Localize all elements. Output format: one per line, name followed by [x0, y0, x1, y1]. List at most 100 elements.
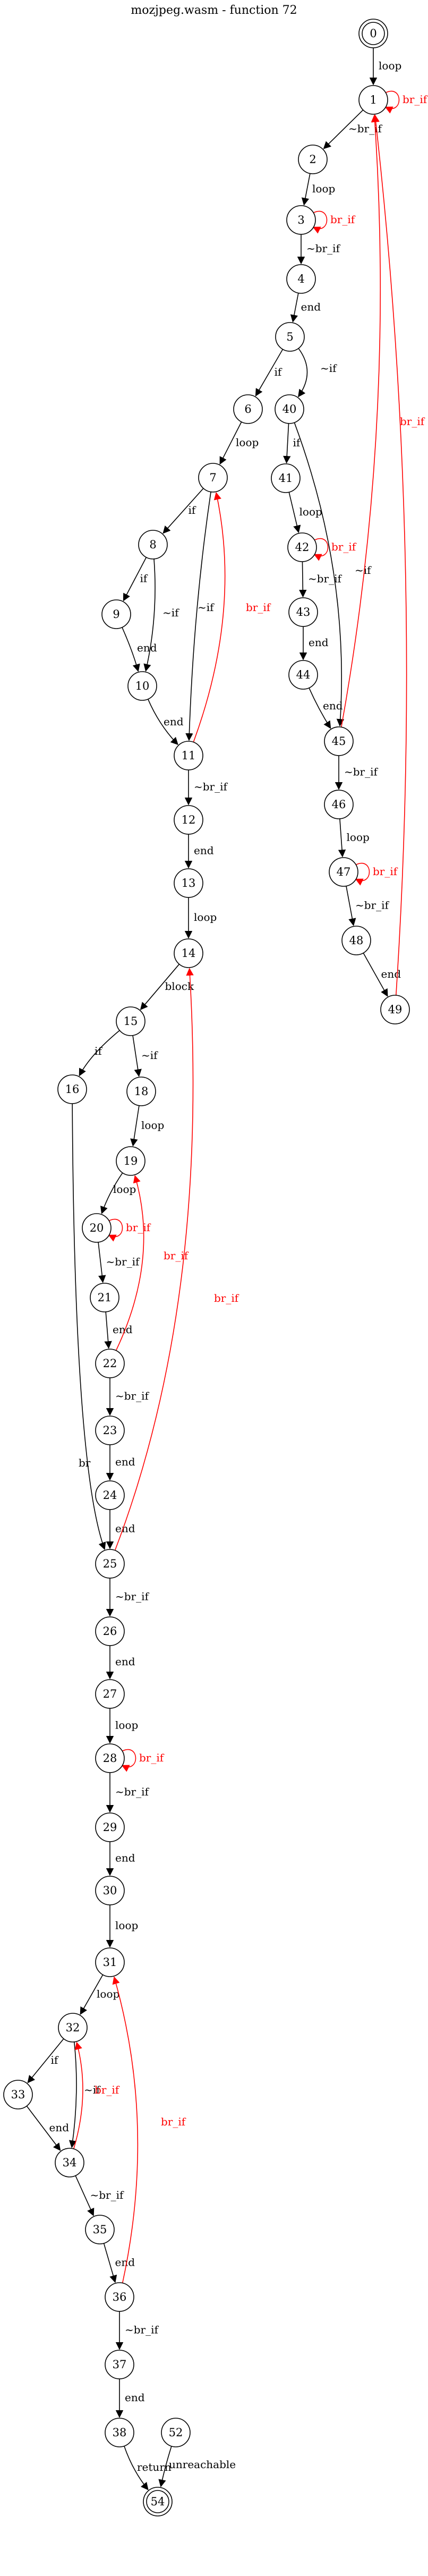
edge-8-9: if	[123, 557, 148, 601]
edge-line-32-34	[69, 2041, 77, 2148]
edge-line-18-19	[130, 1105, 140, 1147]
node-54: 54	[143, 2487, 173, 2516]
node-circle	[105, 2418, 134, 2447]
node-47: 47	[329, 857, 358, 887]
node-circle	[286, 264, 316, 294]
node-circle	[127, 671, 157, 701]
edge-label-36-31: br_if	[161, 2115, 186, 2128]
edge-line-42-43	[299, 561, 307, 598]
edge-line-4-5	[290, 293, 299, 323]
node-circle	[95, 1947, 125, 1977]
edge-label-34-35: ~br_if	[90, 2189, 125, 2201]
edge-line-49-1	[372, 114, 407, 996]
node-49: 49	[380, 995, 410, 1024]
edge-label-0-1: loop	[379, 60, 401, 72]
node-circle	[198, 463, 228, 493]
edge-line-35-36	[103, 2243, 117, 2283]
node-label: 24	[103, 1489, 117, 1502]
edge-label-42-42: br_if	[331, 540, 357, 553]
edge-label-32-33: if	[51, 2054, 59, 2066]
node-label: 36	[113, 2291, 127, 2303]
node-label: 30	[103, 1884, 117, 1897]
edge-line-2-3	[301, 173, 311, 206]
edge-40-41: if	[283, 423, 301, 464]
edge-12-13: end	[184, 834, 214, 869]
node-label: 0	[370, 27, 376, 40]
node-circle	[116, 1006, 145, 1036]
node-label: 6	[244, 403, 251, 416]
node-label: 42	[295, 541, 310, 554]
node-circle	[101, 599, 131, 629]
node-label: 2	[309, 153, 316, 166]
node-label: 28	[103, 1752, 117, 1765]
edge-line-44-45	[309, 688, 331, 729]
node-2: 2	[298, 145, 328, 174]
node-label: 14	[182, 947, 196, 960]
edge-line-5-40	[298, 348, 308, 397]
edge-label-11-12: ~br_if	[194, 781, 228, 793]
edge-42-42: br_if	[313, 538, 357, 561]
edge-label-25-26: ~br_if	[115, 1590, 150, 1603]
edge-line-41-42	[288, 492, 301, 533]
edge-line-52-54	[158, 2446, 172, 2488]
edge-line-7-11	[185, 492, 211, 741]
edge-label-41-42: loop	[299, 505, 322, 518]
node-label: 12	[182, 814, 196, 826]
node-label: 45	[332, 735, 346, 748]
edge-24-25: end	[106, 1510, 135, 1549]
node-circle	[116, 1146, 145, 1176]
edge-14-15: block	[140, 964, 194, 1011]
node-43: 43	[288, 597, 318, 627]
node-10: 10	[127, 671, 157, 701]
node-48: 48	[341, 926, 371, 955]
node-29: 29	[95, 1812, 125, 1842]
edge-1-1: br_if	[384, 91, 428, 114]
edge-line-8-10	[143, 558, 156, 672]
node-label: 38	[113, 2426, 127, 2439]
edge-21-22: end	[104, 1311, 133, 1349]
node-circle	[57, 1074, 87, 1104]
node-circle	[143, 2487, 173, 2516]
node-45: 45	[324, 726, 354, 756]
node-14: 14	[174, 938, 203, 968]
node-label: 32	[66, 2021, 80, 2034]
edge-16-25: br	[72, 1103, 106, 1550]
node-4: 4	[286, 264, 316, 294]
node-circle	[95, 1416, 125, 1445]
node-label: 15	[124, 1015, 138, 1028]
node-label: 31	[103, 1956, 117, 1969]
node-37: 37	[105, 2350, 134, 2379]
node-circle	[55, 2148, 84, 2177]
node-label: 41	[279, 472, 293, 485]
node-label: 54	[151, 2495, 165, 2508]
edge-41-42: loop	[288, 492, 322, 533]
node-label: 5	[286, 331, 293, 343]
node-circle	[95, 1812, 125, 1842]
edge-label-7-8: if	[189, 504, 196, 516]
edge-line-34-32	[73, 2041, 83, 2149]
node-label: 48	[349, 934, 364, 947]
edge-8-10: ~if	[143, 558, 179, 672]
node-label: 7	[209, 471, 216, 484]
edge-label-13-14: loop	[194, 911, 217, 923]
edge-label-32-34: ~if	[84, 2083, 101, 2096]
node-circle	[3, 2080, 33, 2109]
edge-32-33: if	[27, 2038, 64, 2083]
edge-line-15-16	[79, 1030, 120, 1077]
edge-1-2: ~br_if	[323, 109, 383, 149]
edge-label-33-34: end	[49, 2121, 70, 2134]
node-40: 40	[275, 394, 304, 424]
edge-19-20: loop	[100, 1172, 136, 1214]
node-label: 10	[135, 680, 150, 692]
node-label: 21	[98, 1291, 112, 1304]
node-31: 31	[95, 1947, 125, 1977]
node-circle	[95, 1679, 125, 1709]
node-circle	[287, 532, 317, 562]
node-27: 27	[95, 1679, 125, 1709]
edge-label-15-18: ~if	[141, 1049, 158, 1062]
edge-20-21: ~br_if	[98, 1242, 140, 1283]
edge-5-6: if	[255, 349, 284, 397]
edge-32-34: ~if	[69, 2041, 101, 2148]
node-42: 42	[287, 532, 317, 562]
node-circle	[341, 926, 371, 955]
